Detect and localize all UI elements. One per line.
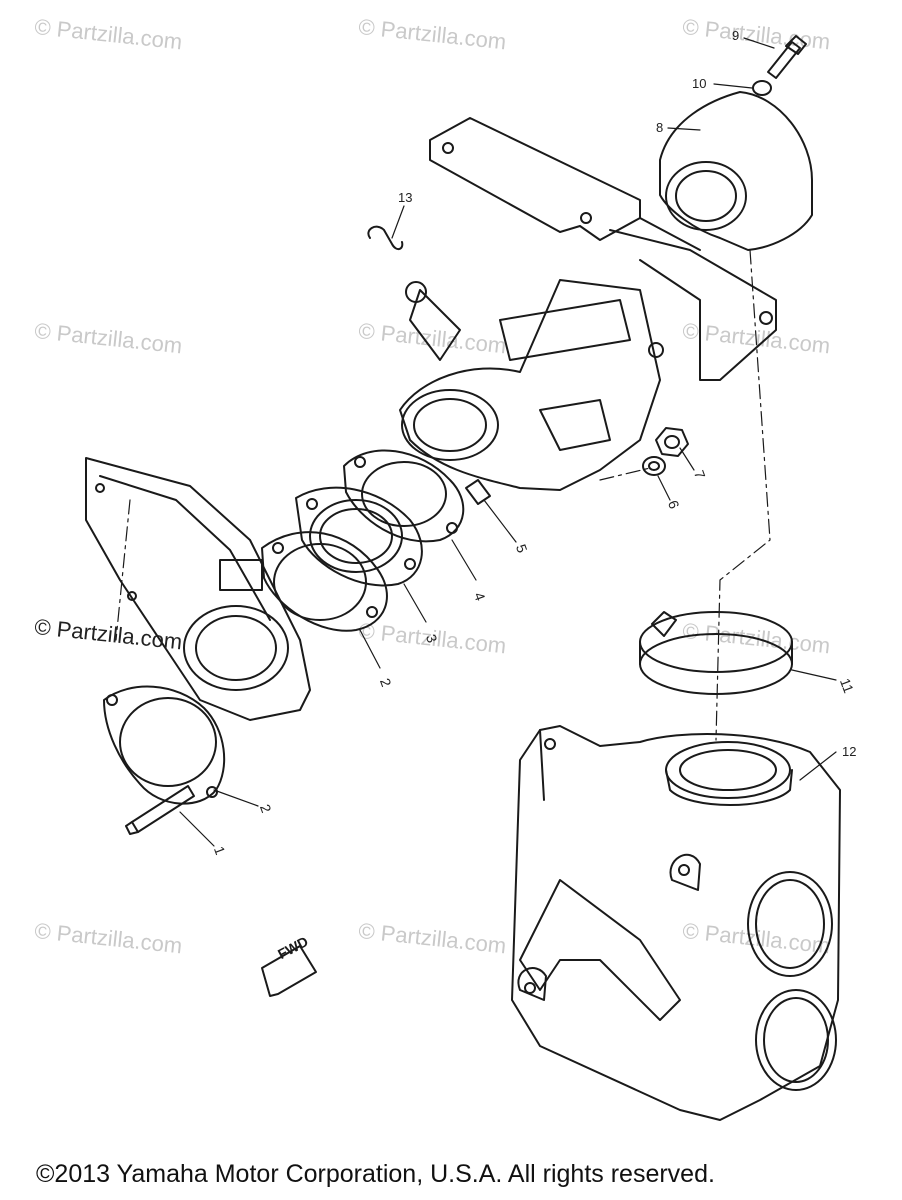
leader-line-2b [213,789,259,807]
callout-10: 10 [692,76,707,91]
silencer-part-12 [511,725,841,1121]
leader-line-10 [713,83,753,89]
elbow-part-8 [659,91,813,251]
stud-part-1 [125,785,195,835]
intake-manifold [85,457,311,721]
nut-part-7 [655,427,689,457]
leader-line-2a [359,629,381,669]
bolt-part-9 [767,35,807,79]
clamp-part-11 [639,611,793,695]
leader-line-7 [679,447,695,471]
copyright-notice: ©2013 Yamaha Motor Corporation, U.S.A. A… [36,1160,715,1188]
leader-line-3 [403,583,427,623]
washer-part-6 [642,456,666,476]
carburetor-body [399,279,664,491]
washer-part-10 [752,80,772,96]
callout-9: 9 [732,28,740,43]
gasket-part-2-lower [103,685,226,805]
guide-line [599,467,651,481]
fwd-arrow-icon [261,945,317,997]
callout-13: 13 [398,190,413,205]
leader-line-5 [483,499,517,543]
callout-8: 8 [656,120,664,135]
leader-line-4 [451,539,477,581]
leader-line-13 [391,205,405,239]
gasket-part-2-upper [261,531,388,632]
clip-part-13 [367,225,404,250]
bracket-plate [429,117,777,381]
leader-line-12 [799,751,837,781]
leader-line-8 [667,127,701,131]
spacer-part-3 [295,486,423,587]
callout-12: 12 [842,744,857,759]
leader-line-1 [179,811,215,847]
leader-line-9 [743,37,775,49]
spacer-part-5 [465,479,491,505]
leader-line-11 [791,669,837,681]
gasket-part-4 [343,449,465,543]
guide-line [115,499,131,641]
guide-line [715,249,771,741]
leader-line-6 [657,475,671,501]
